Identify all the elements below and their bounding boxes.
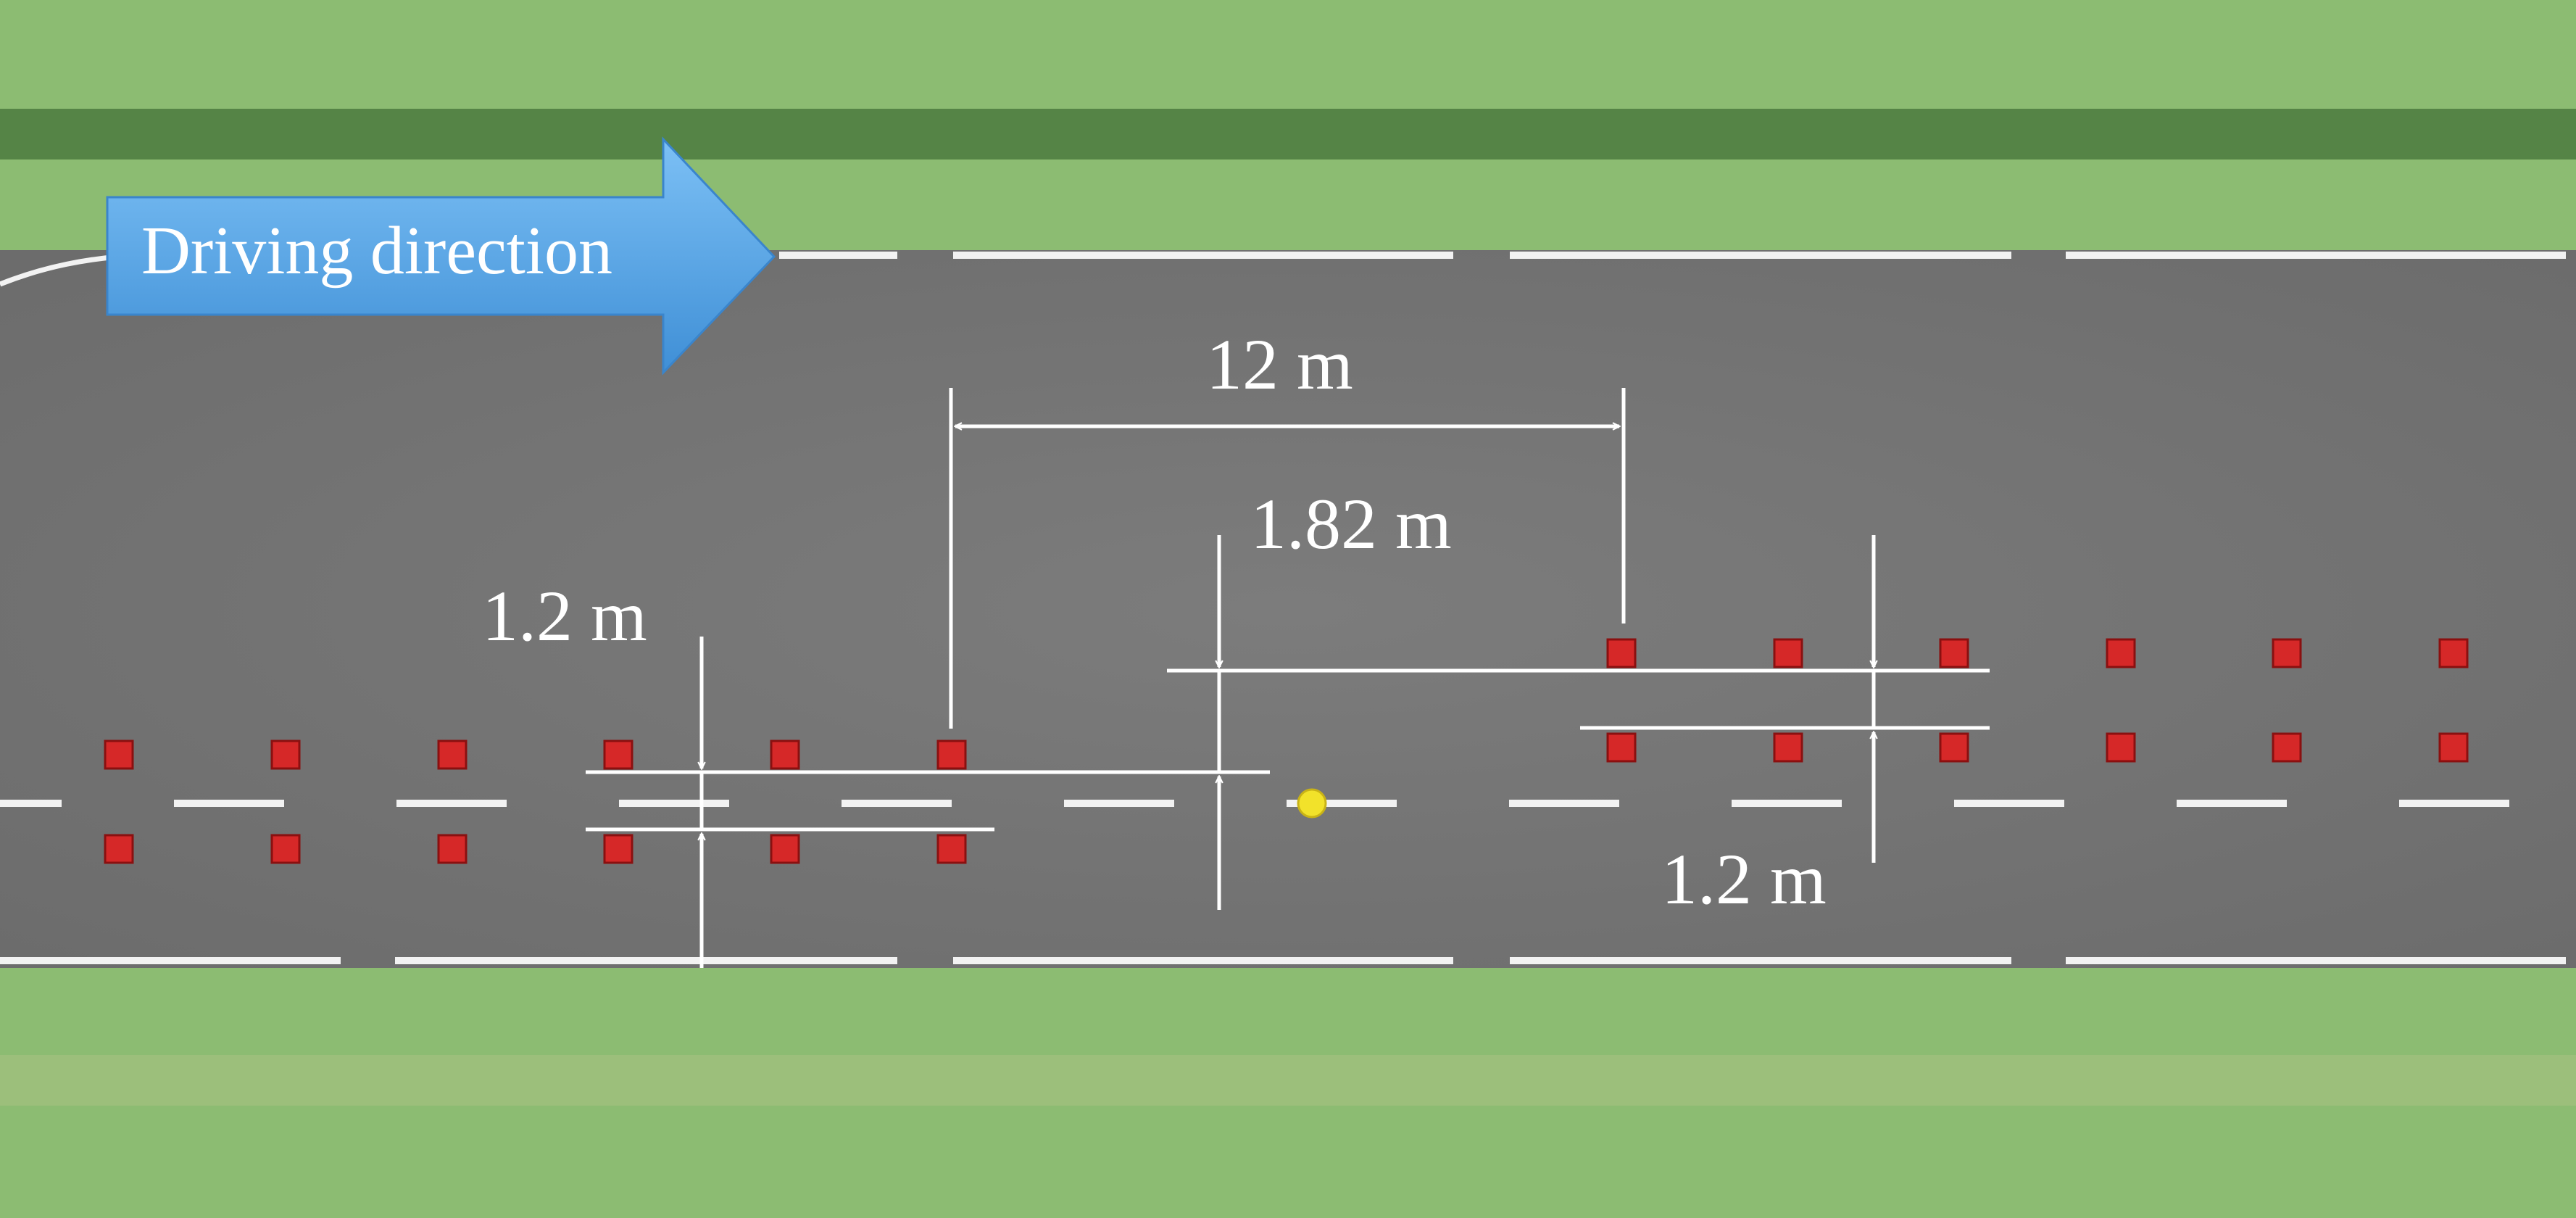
road-edge-bottom-dash — [0, 957, 341, 964]
cone-marker — [1773, 732, 1803, 763]
cone-marker — [936, 740, 967, 770]
center-lane-dash — [0, 800, 62, 807]
cone-marker — [104, 740, 134, 770]
cone-marker — [270, 740, 301, 770]
center-lane-dash — [1064, 800, 1174, 807]
cone-marker — [1939, 638, 1969, 668]
cone-marker — [437, 834, 468, 864]
grass-light-stripe — [0, 1055, 2576, 1106]
center-lane-dash — [1509, 800, 1619, 807]
center-lane-dash — [1732, 800, 1842, 807]
road-edge-top-dash — [779, 252, 897, 259]
lane-markings — [0, 252, 2566, 964]
dimension-annotations — [586, 388, 1990, 968]
cone-marker — [603, 740, 633, 770]
cone-marker — [2438, 732, 2469, 763]
road-edge-top-dash — [2066, 252, 2566, 259]
driving-direction-arrow: Driving direction — [106, 136, 776, 376]
cone-marker — [2272, 638, 2302, 668]
cone-marker — [936, 834, 967, 864]
cone-marker — [437, 740, 468, 770]
ego-vehicle-marker — [1297, 788, 1327, 819]
label-1-82m: 1.82 m — [1250, 484, 1452, 564]
center-lane-dash — [842, 800, 952, 807]
grass-dark-stripe — [0, 109, 2576, 160]
road-edge-bottom-dash — [2066, 957, 2566, 964]
cone-marker — [270, 834, 301, 864]
cone-layout — [104, 638, 2469, 864]
center-lane-dash — [619, 800, 729, 807]
center-lane-dash — [174, 800, 284, 807]
cone-marker — [1773, 638, 1803, 668]
center-lane-dash — [1954, 800, 2064, 807]
cone-marker — [770, 834, 800, 864]
cone-marker — [1606, 732, 1637, 763]
road-edge-top-dash — [953, 252, 1453, 259]
road-edge-top-dash — [1510, 252, 2011, 259]
center-lane-dash — [2399, 800, 2509, 807]
center-lane-dash — [2177, 800, 2287, 807]
cone-marker — [1606, 638, 1637, 668]
cone-marker — [770, 740, 800, 770]
center-lane-dash — [1287, 800, 1397, 807]
cone-marker — [2272, 732, 2302, 763]
label-left-1-2m: 1.2 m — [482, 576, 647, 656]
cone-marker — [2106, 638, 2136, 668]
direction-arrow-icon — [106, 136, 776, 376]
cone-marker — [2106, 732, 2136, 763]
label-12m: 12 m — [1206, 324, 1353, 405]
label-right-1-2m: 1.2 m — [1661, 839, 1827, 919]
cone-marker — [603, 834, 633, 864]
cone-marker — [104, 834, 134, 864]
cone-marker — [2438, 638, 2469, 668]
road-edge-bottom-dash — [953, 957, 1453, 964]
direction-label: Driving direction — [141, 213, 612, 289]
road-edge-bottom-dash — [395, 957, 897, 964]
center-lane-dash — [396, 800, 507, 807]
cone-marker — [1939, 732, 1969, 763]
road-surface — [0, 250, 2576, 968]
road-edge-bottom-dash — [1510, 957, 2011, 964]
